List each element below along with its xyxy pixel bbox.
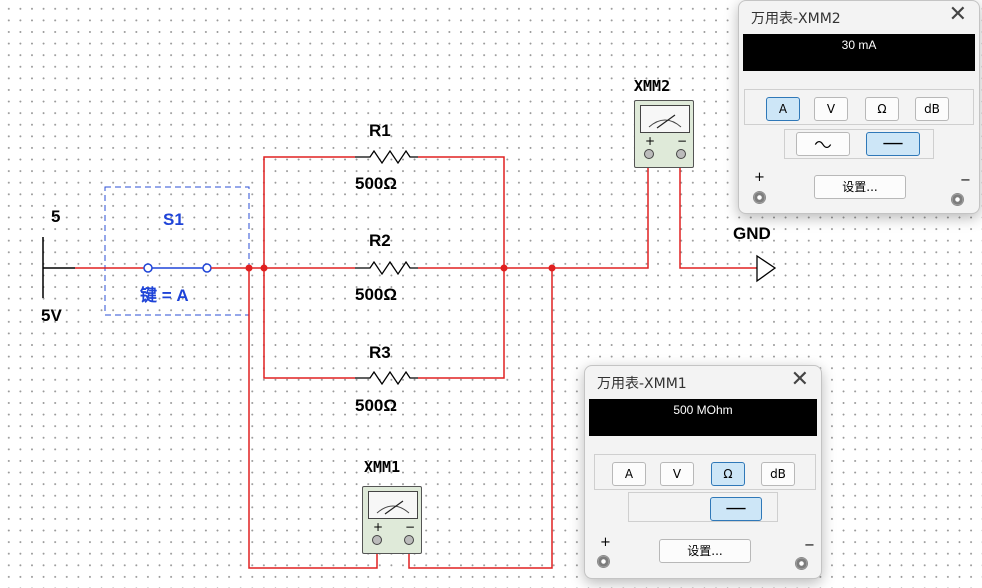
dc-line-icon — [726, 507, 746, 510]
xmm2-minus-terminal[interactable] — [676, 149, 686, 159]
dc-mode-button[interactable] — [710, 497, 762, 521]
multimeter-xmm1-icon[interactable]: + − — [362, 486, 422, 554]
ground-label: GND — [733, 224, 771, 243]
plus-label: + — [754, 170, 765, 185]
minus-jack-icon[interactable] — [795, 557, 808, 570]
source-value-label: 5V — [41, 306, 62, 325]
reading-display: 30 mA — [743, 34, 975, 71]
xmm1-minus-terminal[interactable] — [404, 535, 414, 545]
mode-amp-button[interactable]: A — [766, 97, 800, 121]
resistor-r1-name: R1 — [369, 121, 391, 140]
xmm2-icon-label: XMM2 — [634, 77, 671, 95]
meter-dial-icon — [640, 105, 690, 133]
ac-mode-button[interactable] — [796, 132, 850, 156]
junction-dots — [245, 264, 556, 272]
mode-ohm-button[interactable]: Ω — [711, 462, 745, 486]
settings-button[interactable]: 设置... — [659, 539, 751, 563]
multimeter-xmm1-window[interactable]: 万用表-XMM1 ✕ 500 MOhm A V Ω dB + 设置... − — [584, 365, 822, 579]
multimeter-xmm2-window[interactable]: 万用表-XMM2 ✕ 30 mA A V Ω dB + 设置... − — [738, 0, 980, 214]
mode-db-button[interactable]: dB — [761, 462, 795, 486]
mode-volt-button[interactable]: V — [660, 462, 694, 486]
coupling-button-group — [784, 129, 934, 159]
minus-jack-icon[interactable] — [951, 193, 964, 206]
resistor-r1-symbol[interactable] — [355, 149, 418, 165]
resistor-r3-value: 500Ω — [355, 396, 397, 415]
dc-line-icon — [883, 142, 903, 145]
reading-display: 500 MOhm — [589, 399, 817, 436]
coupling-button-group — [628, 492, 778, 522]
xmm2-plus-terminal[interactable] — [644, 149, 654, 159]
mode-ohm-button[interactable]: Ω — [865, 97, 899, 121]
ac-wave-icon — [814, 141, 832, 149]
xmm1-plus-sign: + — [373, 520, 384, 534]
xmm1-plus-terminal[interactable] — [372, 535, 382, 545]
resistor-r2-name: R2 — [369, 231, 391, 250]
ground-symbol[interactable] — [756, 254, 777, 283]
xmm1-icon-label: XMM1 — [364, 458, 401, 476]
mode-button-group — [744, 89, 974, 125]
switch-s1-box[interactable] — [104, 186, 250, 316]
minus-label: − — [960, 173, 971, 188]
circuit-wires[interactable] — [248, 156, 757, 569]
meter-dial-icon — [368, 491, 418, 519]
resistor-r2-value: 500Ω — [355, 285, 397, 304]
plus-label: + — [600, 535, 611, 550]
minus-label: − — [804, 538, 815, 553]
source-name-label: 5 — [51, 207, 61, 226]
resistor-r3-symbol[interactable] — [355, 370, 418, 386]
resistor-r2-symbol[interactable] — [355, 260, 418, 276]
plus-jack-icon[interactable] — [597, 555, 610, 568]
xmm2-minus-sign: − — [677, 134, 688, 148]
dc-mode-button[interactable] — [866, 132, 920, 156]
mode-volt-button[interactable]: V — [814, 97, 848, 121]
voltage-source-symbol[interactable] — [42, 237, 75, 298]
plus-jack-icon[interactable] — [753, 191, 766, 204]
mode-db-button[interactable]: dB — [915, 97, 949, 121]
close-icon[interactable]: ✕ — [948, 2, 967, 27]
xmm2-plus-sign: + — [645, 134, 656, 148]
switch-s1-contacts[interactable] — [75, 263, 249, 273]
switch-name-label: S1 — [163, 210, 184, 229]
mode-button-group — [594, 454, 816, 490]
mode-amp-button[interactable]: A — [612, 462, 646, 486]
resistor-r1-value: 500Ω — [355, 174, 397, 193]
multimeter-xmm2-icon[interactable]: + − — [634, 100, 694, 168]
xmm1-minus-sign: − — [405, 520, 416, 534]
settings-button[interactable]: 设置... — [814, 175, 906, 199]
resistor-r3-name: R3 — [369, 343, 391, 362]
window-title: 万用表-XMM1 — [597, 376, 687, 392]
window-title: 万用表-XMM2 — [751, 11, 841, 27]
close-icon[interactable]: ✕ — [790, 367, 809, 392]
switch-key-label: 键 = A — [140, 286, 189, 305]
